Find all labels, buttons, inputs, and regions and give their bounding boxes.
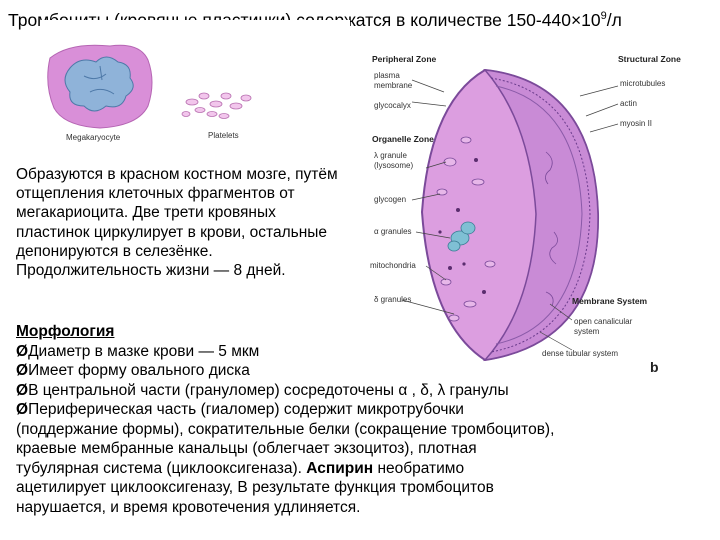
morphology-text-line: ацетилирует циклооксигеназу, В результат… xyxy=(16,479,494,496)
myosin-label: myosin II xyxy=(620,119,652,128)
panel-letter: b xyxy=(650,359,659,375)
bullet-arrow-icon: Ø xyxy=(16,401,29,418)
delta-granules-label: δ granules xyxy=(374,295,411,304)
morphology-item-granulomere: ØВ центральной части (грануломер) сосред… xyxy=(16,381,509,399)
morphology-text-line: тубулярная система (циклооксигеназа). Ас… xyxy=(16,459,465,477)
megakaryocyte-label: Megakaryocyte xyxy=(66,133,121,142)
lambda-granule-label: λ granule xyxy=(374,151,407,160)
morphology-section: Морфология ØДиаметр в мазке крови — 5 мк… xyxy=(16,322,706,517)
glycocalyx-label: glycocalyx xyxy=(374,101,411,110)
morphology-text-line: (поддержание формы), сократительные белк… xyxy=(16,420,555,438)
morphology-item-diameter: ØДиаметр в мазке крови — 5 мкм xyxy=(16,342,260,360)
dense-tubular-label: dense tubular system xyxy=(542,349,618,358)
alpha-granules-label: α granules xyxy=(374,227,412,236)
plasma-membrane-label-1: plasma xyxy=(374,71,400,80)
organelle-zone-label: Organelle Zone xyxy=(372,134,434,144)
formation-paragraph: Образуются в красном костном мозге, путё… xyxy=(16,165,351,281)
open-canalicular-label-1: open canalicular xyxy=(574,317,633,326)
platelets-cluster xyxy=(181,92,252,119)
bullet-arrow-icon: Ø xyxy=(16,362,29,379)
membrane-system-label: Membrane System xyxy=(572,296,648,306)
lysosome-label: (lysosome) xyxy=(374,161,413,170)
microtubules-label: microtubules xyxy=(620,79,665,88)
bullet-arrow-icon: Ø xyxy=(16,381,29,399)
morphology-item-hyalomere: ØПериферическая часть (гиаломер) содержи… xyxy=(16,401,464,418)
platelet-ultrastructure-diagram: Peripheral Zone Structural Zone plasma m… xyxy=(370,54,681,375)
structural-zone-label: Structural Zone xyxy=(618,54,681,64)
glycogen-label: glycogen xyxy=(374,195,406,204)
title-exponent: 9 xyxy=(600,10,607,22)
platelets-label: Platelets xyxy=(208,131,239,140)
title-unit: /л xyxy=(606,9,622,30)
megakaryocyte-figure: Megakaryocyte Platelets xyxy=(40,20,350,160)
megakaryocyte-nucleus xyxy=(64,56,134,112)
peripheral-zone-label: Peripheral Zone xyxy=(372,54,437,64)
aspirin-term: Аспирин xyxy=(306,459,374,477)
open-canalicular-label-2: system xyxy=(574,327,600,336)
morphology-item-shape: ØИмеет форму овального диска xyxy=(16,362,250,379)
plasma-membrane-label-2: membrane xyxy=(374,81,413,90)
morphology-text-line: нарушается, и время кровотечения удлиняе… xyxy=(16,498,361,516)
morphology-text-line: краевые мембранные канальцы (облегчает э… xyxy=(16,440,477,457)
actin-label: actin xyxy=(620,99,637,108)
morphology-heading: Морфология xyxy=(16,323,115,340)
organelles xyxy=(436,136,558,322)
bullet-arrow-icon: Ø xyxy=(16,342,29,360)
mitochondria-label: mitochondria xyxy=(370,261,416,270)
alpha-granules xyxy=(447,221,476,252)
